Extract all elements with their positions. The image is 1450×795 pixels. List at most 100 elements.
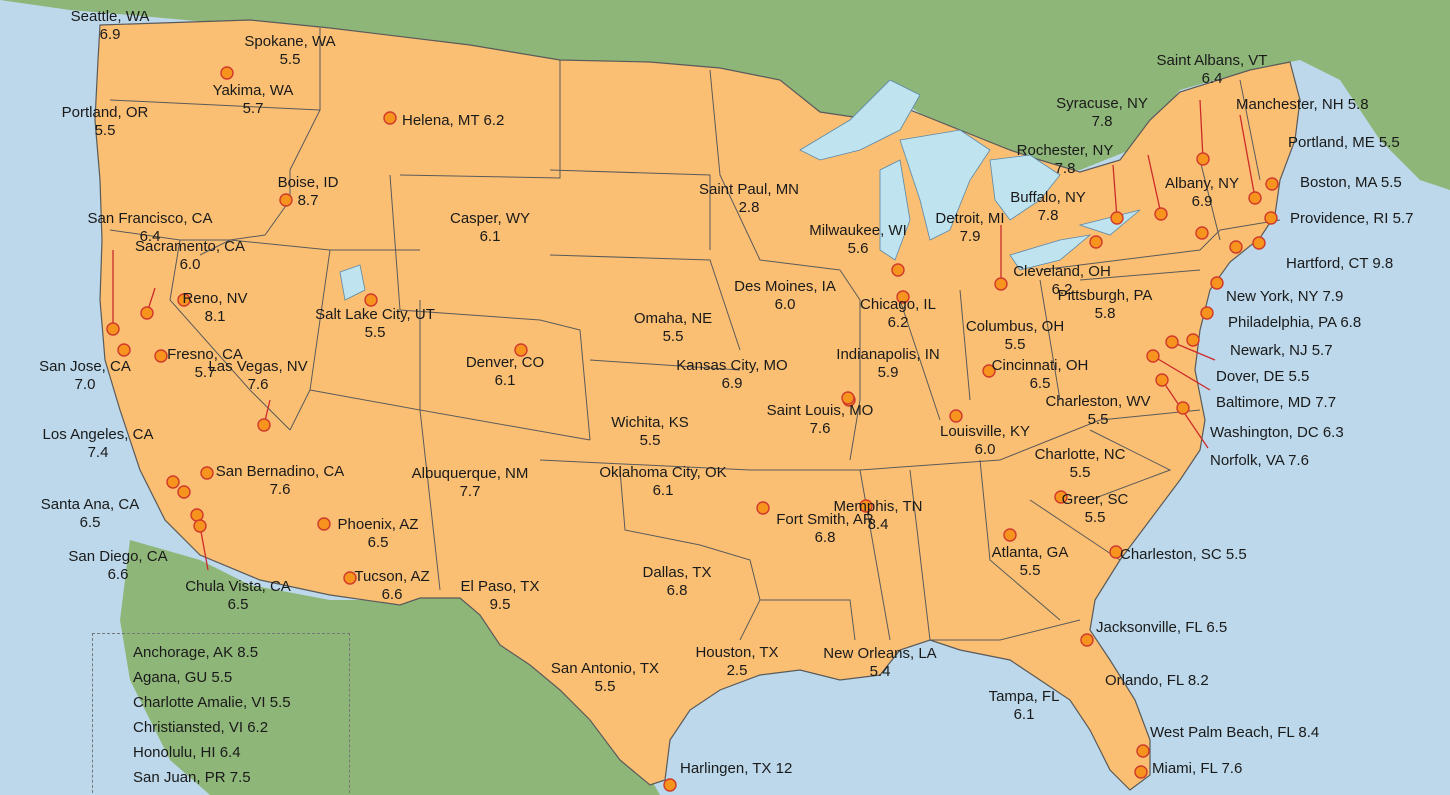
city-value: 7.8 [1054, 160, 1076, 177]
city-name: Pittsburgh, PA [1057, 287, 1153, 304]
city-label-charlotte-nc: Charlotte, NC 5.5 [1035, 446, 1126, 482]
city-name: Yakima, WA [212, 82, 294, 99]
city-label-des-moines-ia: Des Moines, IA 6.0 [734, 278, 836, 314]
city-name: Washington, DC [1210, 424, 1319, 441]
city-marker-newark-nj [1186, 333, 1200, 347]
city-name: Harlingen, TX [680, 760, 772, 777]
city-value: 7.9 [959, 228, 981, 245]
city-marker-boston-ma [1264, 211, 1278, 225]
city-marker-spokane-wa [220, 66, 234, 80]
city-name: Rochester, NY [1016, 142, 1114, 159]
city-label-yakima-wa: Yakima, WA 5.7 [213, 82, 294, 118]
city-label-louisville-ky: Louisville, KY 6.0 [940, 423, 1030, 459]
city-name: Helena, MT [402, 112, 480, 129]
city-value: 5.8 [1347, 96, 1369, 113]
city-name: San Antonio, TX [550, 660, 660, 677]
city-name: San Jose, CA [39, 358, 131, 375]
city-label-philadelphia-pa: Philadelphia, PA 6.8 [1228, 314, 1361, 332]
city-value: 5.8 [1094, 305, 1116, 322]
city-name: Sacramento, CA [134, 238, 246, 255]
city-label-tampa-fl: Tampa, FL 6.1 [989, 688, 1060, 724]
city-name: Las Vegas, NV [208, 358, 308, 375]
city-value: 6.1 [1013, 706, 1035, 723]
city-value: 5.5 [1019, 562, 1041, 579]
city-label-sacramento-ca: Sacramento, CA 6.0 [135, 238, 245, 274]
city-value: 2.8 [738, 199, 760, 216]
city-marker-charleston-sc [1109, 545, 1123, 559]
city-value: 8.4 [867, 516, 889, 533]
city-value: 7.6 [1288, 452, 1309, 469]
city-value: 6.6 [381, 586, 403, 603]
city-name: Saint Paul, MN [698, 181, 800, 198]
inset-item: Christiansted, VI 6.2 [133, 719, 269, 736]
city-value: 6.4 [139, 228, 161, 245]
city-marker-chicago-il [896, 290, 910, 304]
city-name: Chula Vista, CA [185, 578, 291, 595]
leader-line-manchester-nh [1239, 114, 1256, 199]
city-value: 7.6 [269, 481, 291, 498]
city-label-denver-co: Denver, CO 6.1 [466, 354, 544, 390]
city-name: Memphis, TN [833, 498, 923, 515]
city-marker-providence-ri [1252, 236, 1266, 250]
city-label-harlingen-tx: Harlingen, TX 12 [680, 760, 792, 778]
city-value: 5.5 [594, 678, 616, 695]
canada-land [0, 0, 1450, 190]
city-marker-greer-sc [1054, 490, 1068, 504]
us-land [94, 19, 1301, 791]
inset-item: Charlotte Amalie, VI 5.5 [133, 694, 291, 711]
city-label-boston-ma: Boston, MA 5.5 [1300, 174, 1402, 192]
city-name: Louisville, KY [939, 423, 1031, 440]
city-value: 7.6 [809, 420, 831, 437]
inset-item: San Juan, PR 7.5 [133, 769, 251, 786]
city-value: 7.4 [87, 444, 109, 461]
city-name: Seattle, WA [70, 8, 150, 25]
city-marker-dover-de [1165, 335, 1179, 349]
city-label-chula-vista-ca: Chula Vista, CA 6.5 [185, 578, 291, 614]
city-name: Dallas, TX [642, 564, 712, 581]
city-name: Wichita, KS [611, 414, 689, 431]
city-marker-boise-id [279, 193, 293, 207]
city-name: Boise, ID [277, 174, 339, 191]
city-marker-san-bernadino-ca [200, 466, 214, 480]
city-label-dallas-tx: Dallas, TX 6.8 [643, 564, 712, 600]
city-marker-jacksonville-fl [1080, 633, 1094, 647]
city-name: Milwaukee, WI [809, 222, 907, 239]
city-name: Omaha, NE [633, 310, 713, 327]
city-marker-denver-co [514, 343, 528, 357]
city-value: 6.8 [666, 582, 688, 599]
city-marker-fresno-ca [154, 349, 168, 363]
city-value: 6.0 [774, 296, 796, 313]
city-label-santa-ana-ca: Santa Ana, CA 6.5 [41, 496, 139, 532]
city-label-west-palm-beach-fl: West Palm Beach, FL 8.4 [1150, 724, 1319, 742]
city-value: 6.1 [494, 372, 516, 389]
city-name: Saint Louis, MO [766, 402, 874, 419]
city-label-columbus-oh: Columbus, OH 5.5 [966, 318, 1064, 354]
city-label-helena-mt: Helena, MT 6.2 [402, 112, 504, 130]
city-name: Norfolk, VA [1210, 452, 1284, 469]
city-label-hartford-ct: Hartford, CT 9.8 [1286, 255, 1393, 273]
city-label-san-jose-ca: San Jose, CA 7.0 [39, 358, 131, 394]
city-name: Fort Smith, AR [776, 511, 874, 528]
city-value: 5.5 [1288, 368, 1310, 385]
city-value: 5.5 [639, 432, 661, 449]
city-value: 6.2 [483, 112, 505, 129]
city-label-kansas-city-mo: Kansas City, MO 6.9 [676, 357, 787, 393]
city-name: Philadelphia, PA [1228, 314, 1337, 331]
city-name: Charleston, WV [1045, 393, 1151, 410]
city-label-cleveland-oh: Cleveland, OH 6.2 [1013, 263, 1111, 299]
city-name: Casper, WY [449, 210, 531, 227]
city-marker-philadelphia-pa [1200, 306, 1214, 320]
city-value: 5.9 [877, 364, 899, 381]
city-name: Buffalo, NY [1010, 189, 1086, 206]
city-label-norfolk-va: Norfolk, VA 7.6 [1210, 452, 1309, 470]
city-name: Baltimore, MD [1216, 394, 1312, 411]
city-name: Denver, CO [465, 354, 545, 371]
city-value: 8.4 [1298, 724, 1320, 741]
inset-item: Anchorage, AK 8.5 [133, 644, 259, 661]
city-value: 5.5 [1378, 134, 1400, 151]
city-marker-baltimore-md [1146, 349, 1160, 363]
city-value: 6.9 [99, 26, 121, 43]
leader-line-baltimore-md [1152, 355, 1211, 391]
city-label-charleston-sc: Charleston, SC 5.5 [1120, 546, 1247, 564]
city-value: 5.7 [1311, 342, 1333, 359]
